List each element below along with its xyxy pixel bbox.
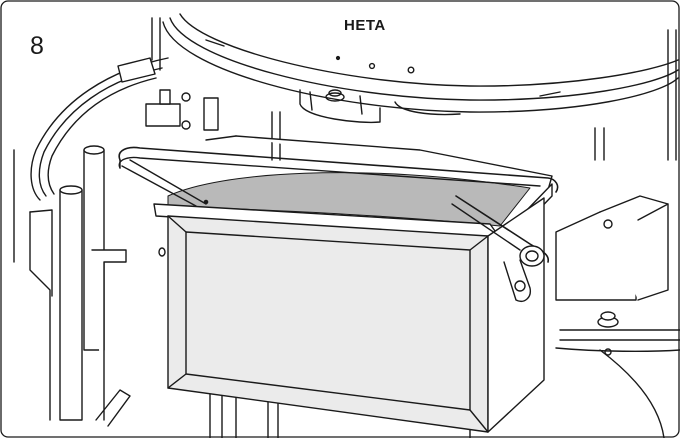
step-number: 8	[30, 32, 44, 60]
stove-frame-rods	[151, 17, 677, 161]
left-curved-rail	[13, 57, 169, 263]
hinge-bracket	[145, 89, 219, 131]
ash-box	[153, 135, 553, 433]
brand-label: HETA	[344, 17, 386, 34]
left-support-columns	[29, 145, 131, 427]
carry-handle	[118, 146, 559, 302]
base-frame	[209, 387, 471, 438]
right-motor-housing	[555, 195, 680, 438]
stove-top-plate	[162, 13, 679, 124]
